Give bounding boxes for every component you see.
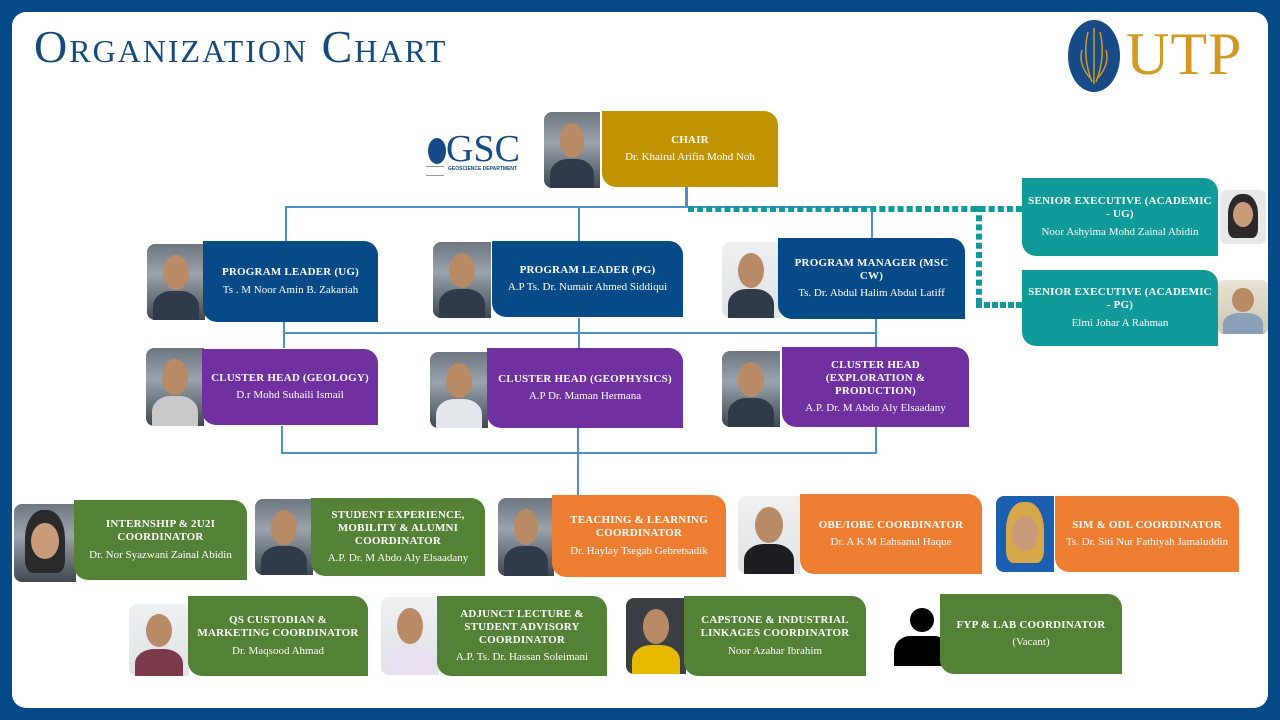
- cluster-geology-photo: [146, 348, 204, 426]
- connector-coord-left: [281, 426, 283, 454]
- executive-pg-box[interactable]: SENIOR EXECUTIVE (ACADEMIC - PG) Elmi Jo…: [1022, 270, 1218, 346]
- connector-cluster-b: [578, 318, 580, 352]
- coord-adjunct-box[interactable]: ADJUNCT LECTURE & STUDENT ADVISORY COORD…: [437, 596, 607, 676]
- coord-student-exp-box[interactable]: STUDENT EXPERIENCE, MOBILITY & ALUMNI CO…: [311, 498, 485, 576]
- program-msc-name: Ts. Dr. Abdul Halim Abdul Latiff: [798, 287, 945, 300]
- coord-obe-role: OBE/iOBE COORDINATOR: [818, 518, 964, 531]
- connector-exec-pg: [976, 302, 1022, 308]
- connector-program-msc: [871, 206, 873, 240]
- executive-pg-name: Elmi Johar A Rahman: [1071, 316, 1169, 329]
- executive-ug-box[interactable]: SENIOR EXECUTIVE (ACADEMIC - UG) Noor As…: [1022, 178, 1218, 256]
- coord-sim-photo: [996, 496, 1054, 572]
- coord-qs-name: Dr. Maqsood Ahmad: [232, 644, 324, 657]
- executive-ug-name: Noor Ashyima Mohd Zainal Abidin: [1041, 225, 1199, 238]
- executive-pg-photo: [1218, 280, 1268, 334]
- connector-chair-down: [685, 186, 688, 208]
- connector-program-pg: [578, 206, 580, 242]
- executive-ug-photo: [1220, 190, 1266, 244]
- gsc-emblem-icon: [428, 138, 446, 164]
- gsc-logo-text: GSC: [446, 128, 520, 170]
- connector-cluster-c: [875, 318, 877, 348]
- chair-box[interactable]: CHAIR Dr. Khairul Arifin Mohd Noh: [602, 111, 778, 187]
- coord-obe-name: Dr. A K M Eahsanul Haque: [830, 536, 952, 548]
- executive-pg-role: SENIOR EXECUTIVE (ACADEMIC - PG): [1028, 286, 1212, 312]
- program-msc-photo: [722, 242, 780, 318]
- cluster-geology-box[interactable]: CLUSTER HEAD (GEOLOGY) D.r Mohd Suhaili …: [202, 349, 378, 425]
- cluster-geophysics-box[interactable]: CLUSTER HEAD (GEOPHYSICS) A.P Dr. Maman …: [487, 348, 683, 428]
- coord-qs-box[interactable]: QS CUSTODIAN & MARKETING COORDINATOR Dr.…: [188, 596, 368, 676]
- connector-coord-bar: [281, 452, 877, 454]
- utp-logo: UTP: [1068, 20, 1258, 92]
- gsc-side-text: [426, 166, 444, 176]
- connector-exec-horizontal: [688, 206, 1022, 212]
- coord-internship-role: INTERNSHIP & 2U2I COORDINATOR: [105, 518, 216, 544]
- coord-obe-photo: [738, 496, 800, 574]
- chair-role: CHAIR: [671, 133, 709, 146]
- coord-internship-photo: [14, 504, 76, 582]
- cluster-ep-box[interactable]: CLUSTER HEAD (EXPLORATION & PRODUCTION) …: [782, 347, 969, 427]
- coord-adjunct-name: A.P. Ts. Dr. Hassan Soleimani: [455, 651, 589, 664]
- coord-adjunct-photo: [381, 597, 439, 675]
- coord-teaching-photo: [498, 498, 554, 576]
- coord-fyp-name: (Vacant): [1012, 636, 1050, 648]
- program-ug-name: Ts . M Noor Amin B. Zakariah: [222, 283, 359, 296]
- coord-obe-box[interactable]: OBE/iOBE COORDINATOR Dr. A K M Eahsanul …: [800, 494, 982, 574]
- cluster-ep-photo: [722, 351, 780, 427]
- coord-student-exp-role: STUDENT EXPERIENCE, MOBILITY & ALUMNI CO…: [331, 508, 465, 547]
- coord-sim-role: SIM & ODL COORDINATOR: [1072, 518, 1222, 531]
- gsc-logo: GSC GEOSCIENCE DEPARTMENT: [426, 130, 530, 180]
- chair-photo: [544, 112, 600, 188]
- program-pg-photo: [433, 242, 491, 318]
- cluster-geophysics-role: CLUSTER HEAD (GEOPHYSICS): [498, 372, 672, 385]
- coord-adjunct-role: ADJUNCT LECTURE & STUDENT ADVISORY COORD…: [460, 607, 584, 646]
- connector-coord-right: [875, 426, 877, 454]
- coord-qs-role: QS CUSTODIAN & MARKETING COORDINATOR: [197, 614, 359, 640]
- cluster-geology-role: CLUSTER HEAD (GEOLOGY): [211, 371, 369, 384]
- program-ug-role: PROGRAM LEADER (UG): [221, 266, 359, 279]
- program-msc-role: PROGRAM MANAGER (MSC CW): [794, 256, 949, 282]
- executive-ug-role: SENIOR EXECUTIVE (ACADEMIC - UG): [1028, 195, 1212, 221]
- program-ug-box[interactable]: PROGRAM LEADER (UG) Ts . M Noor Amin B. …: [203, 241, 378, 322]
- connector-coord-down: [577, 428, 579, 496]
- coord-student-exp-photo: [255, 499, 313, 575]
- connector-program-ug: [285, 206, 287, 242]
- program-pg-box[interactable]: PROGRAM LEADER (PG) A.P Ts. Dr. Numair A…: [492, 241, 683, 317]
- coord-capstone-photo: [626, 598, 686, 674]
- cluster-ep-role: CLUSTER HEAD (EXPLORATION & PRODUCTION): [825, 358, 926, 397]
- coord-internship-name: Dr. Nor Syazwani Zainal Abidin: [89, 548, 232, 561]
- coord-internship-box[interactable]: INTERNSHIP & 2U2I COORDINATOR Dr. Nor Sy…: [74, 500, 247, 580]
- coord-teaching-name: Dr. Haylay Tsegab Gebretsadik: [570, 544, 708, 557]
- gsc-logo-subtitle: GEOSCIENCE DEPARTMENT: [448, 166, 518, 172]
- cluster-geology-name: D.r Mohd Suhaili Ismail: [236, 389, 344, 401]
- page-title: Organization Chart: [34, 21, 448, 72]
- cluster-geophysics-photo: [430, 352, 488, 428]
- coord-qs-photo: [129, 604, 189, 676]
- connector-cluster-a: [283, 320, 285, 348]
- coord-capstone-box[interactable]: CAPSTONE & INDUSTRIAL LINKAGES COORDINAT…: [684, 596, 866, 676]
- program-ug-photo: [147, 244, 205, 320]
- connector-exec-vertical: [976, 206, 982, 304]
- coord-fyp-role: FYP & LAB COORDINATOR: [956, 618, 1106, 631]
- utp-logo-text: UTP: [1126, 21, 1243, 87]
- coord-teaching-role: TEACHING & LEARNING COORDINATOR: [570, 514, 708, 540]
- coord-student-exp-name: A.P. Dr. M Abdo Aly Elsaadany: [327, 552, 469, 565]
- utp-emblem-icon: [1068, 20, 1120, 92]
- coord-sim-name: Ts. Dr. Siti Nur Fathiyah Jamaluddin: [1065, 536, 1229, 548]
- program-msc-box[interactable]: PROGRAM MANAGER (MSC CW) Ts. Dr. Abdul H…: [778, 238, 965, 319]
- coord-capstone-role: CAPSTONE & INDUSTRIAL LINKAGES COORDINAT…: [700, 614, 850, 640]
- chair-name: Dr. Khairul Arifin Mohd Noh: [625, 151, 755, 163]
- coord-sim-box[interactable]: SIM & ODL COORDINATOR Ts. Dr. Siti Nur F…: [1055, 496, 1239, 572]
- coord-capstone-name: Noor Azahar Ibrahim: [727, 644, 823, 657]
- program-pg-role: PROGRAM LEADER (PG): [519, 263, 656, 276]
- coord-teaching-box[interactable]: TEACHING & LEARNING COORDINATOR Dr. Hayl…: [552, 495, 726, 577]
- coord-fyp-box[interactable]: FYP & LAB COORDINATOR (Vacant): [940, 594, 1122, 674]
- cluster-ep-name: A.P. Dr. M Abdo Aly Elsaadany: [805, 402, 946, 415]
- program-pg-name: A.P Ts. Dr. Numair Ahmed Siddiqui: [507, 281, 668, 293]
- cluster-geophysics-name: A.P Dr. Maman Hermana: [528, 390, 642, 402]
